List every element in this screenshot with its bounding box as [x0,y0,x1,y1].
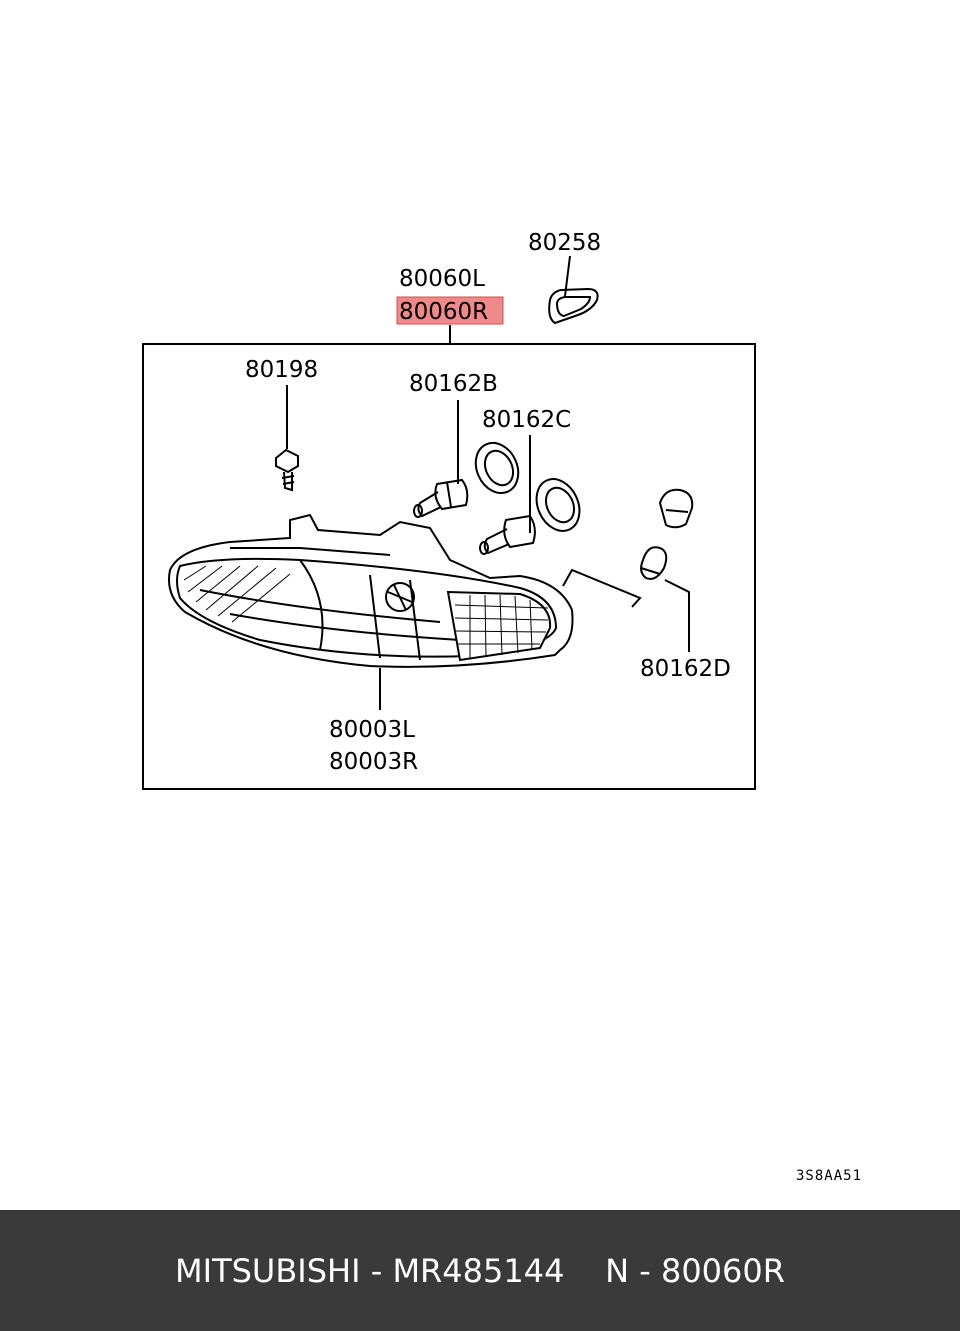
turn-signal-lens [446,590,552,662]
socket-ring-2 [535,478,581,532]
bulb-d-part [640,546,668,580]
leader-bulb-d [664,579,690,652]
label-assembly-right[interactable]: 80060R [399,299,488,325]
assembly-frame [142,343,756,790]
gasket-part [548,287,599,325]
diagram-code: 3S8AA51 [796,1168,862,1184]
highlight-box [396,296,504,325]
label-lens-left: 80003L [329,717,415,743]
lens-hatching [183,565,291,623]
label-lens-right: 80003R [329,749,418,775]
wire-lead [562,568,642,608]
footer-part-info: MITSUBISHI - MR485144 N - 80060R [175,1251,785,1290]
screw-part [275,448,299,492]
bulb-b-part [413,478,469,518]
socket-ring-1 [474,441,520,495]
parts-diagram: 80060L 80060R 80258 80198 80162B 80162C [142,230,862,1184]
label-bulb-b: 80162B [409,371,498,397]
label-screw: 80198 [245,357,318,383]
footer-bar: MITSUBISHI - MR485144 N - 80060R [0,1210,960,1331]
label-bulb-c: 80162C [482,407,571,433]
bulb-d-socket-part [658,488,694,529]
label-bulb-d: 80162D [640,656,731,682]
bulb-c-part [479,514,536,555]
label-assembly-left: 80060L [399,266,485,292]
label-gasket: 80258 [528,230,601,256]
